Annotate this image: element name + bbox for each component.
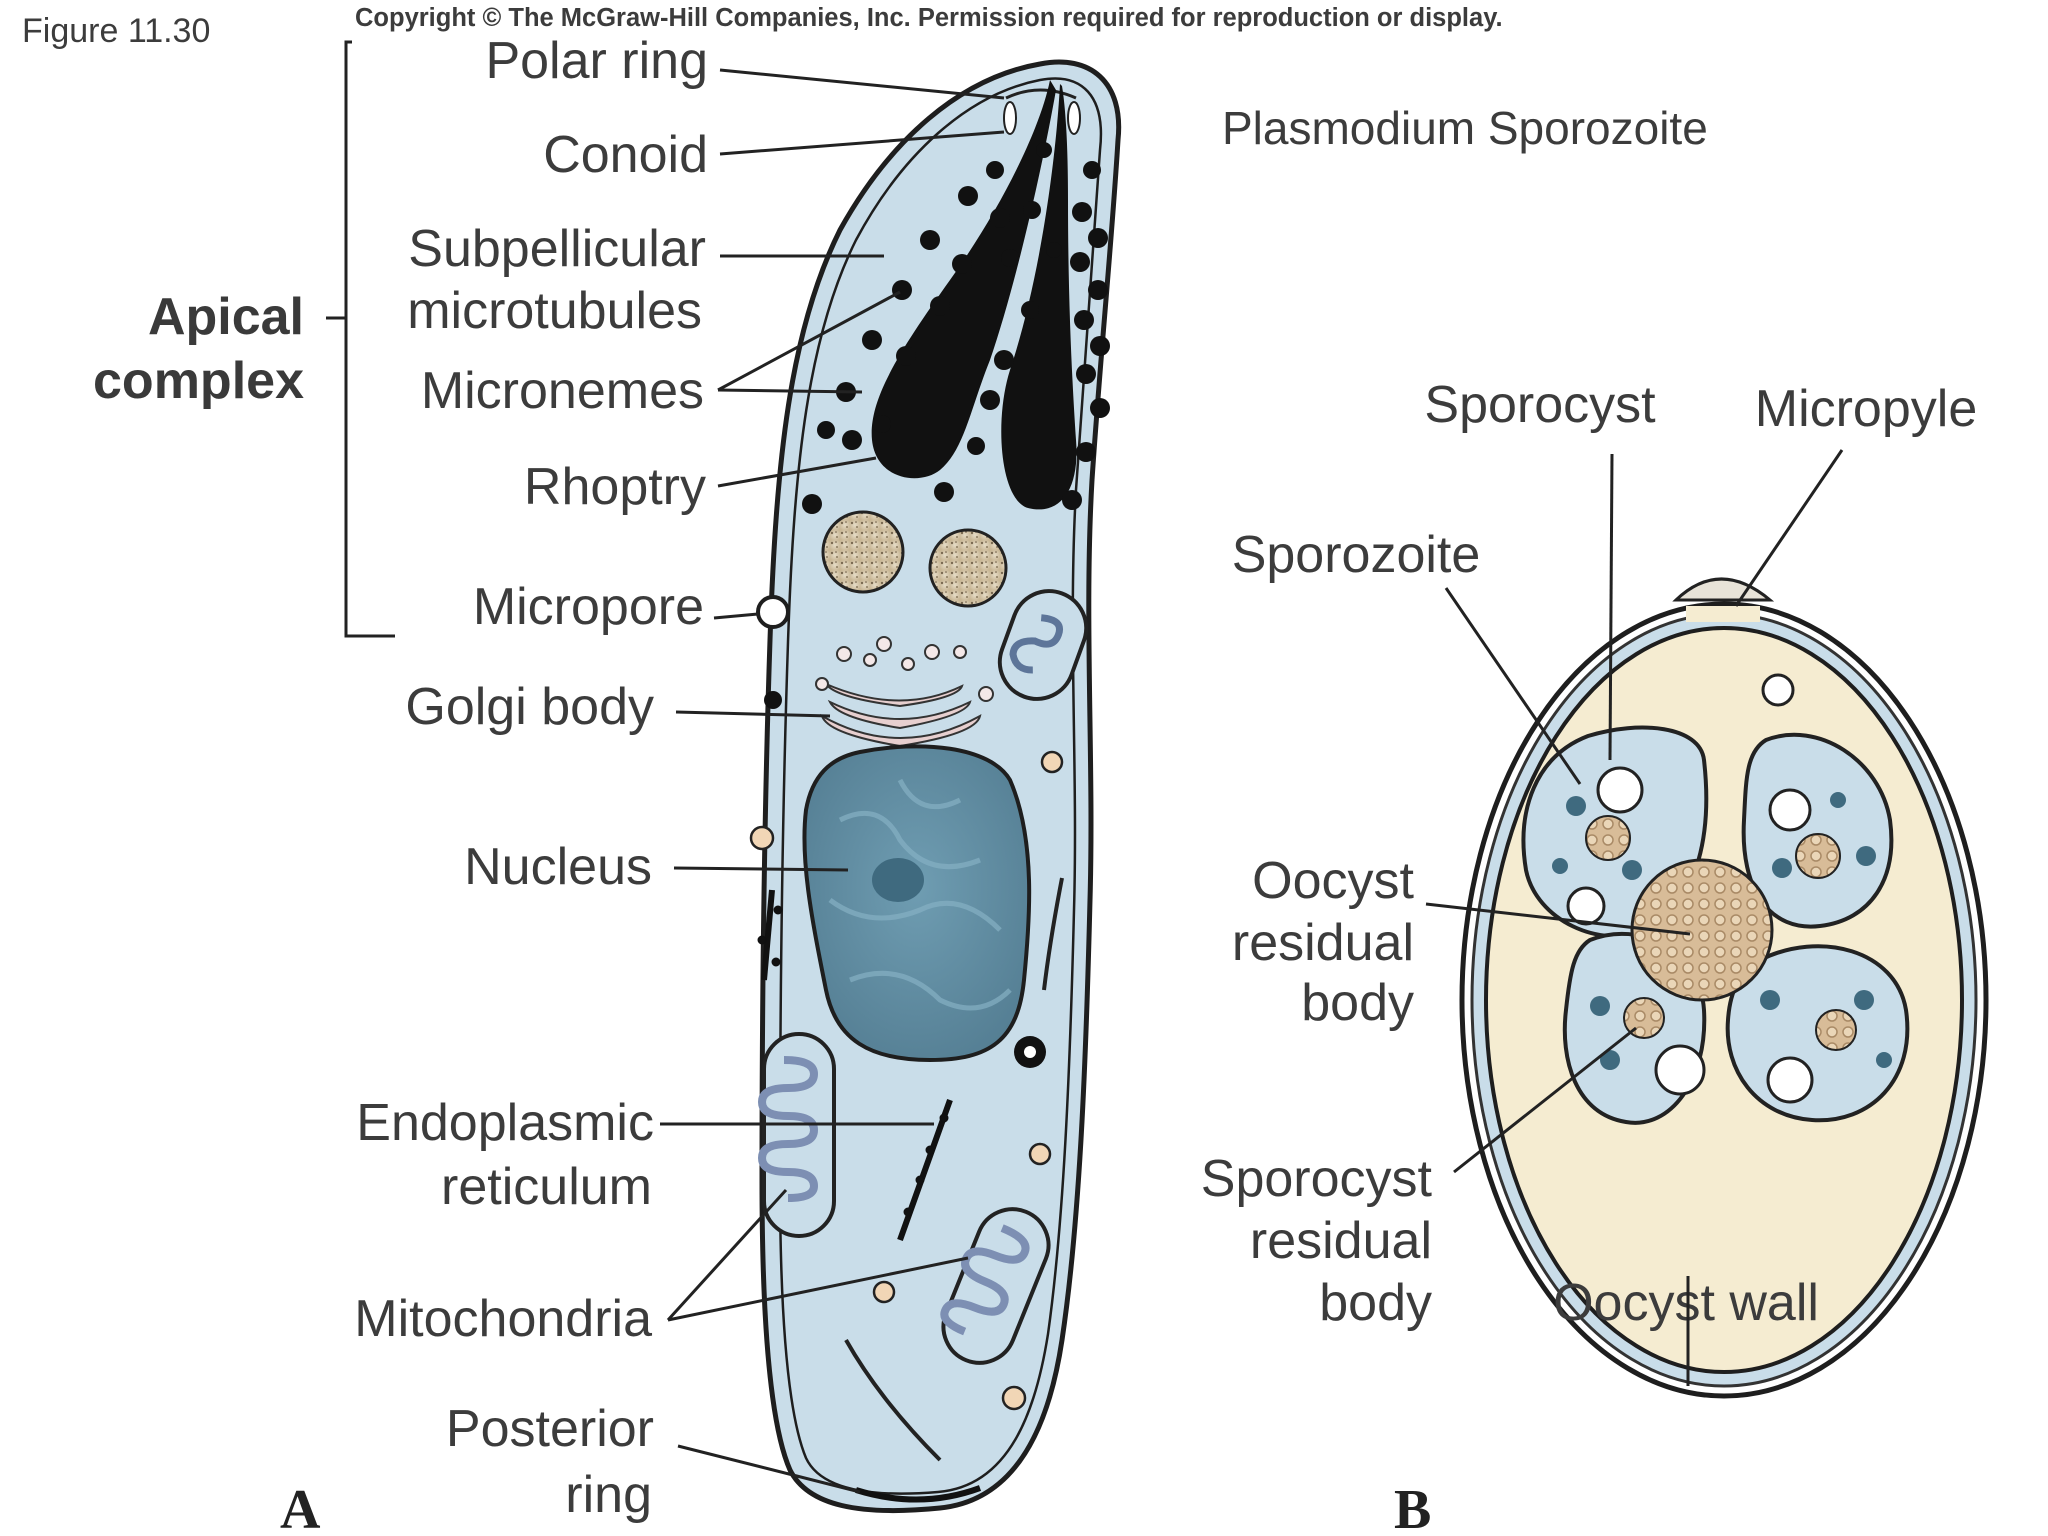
inner-membrane bbox=[778, 77, 1103, 1495]
small-granule bbox=[764, 691, 782, 709]
apical-complex-bracket bbox=[344, 40, 395, 638]
oocyst bbox=[1459, 577, 1989, 1399]
label-subpellicular-2: microtubules bbox=[407, 282, 702, 340]
micropore bbox=[756, 595, 790, 629]
mitochondrion bbox=[757, 1032, 836, 1238]
dense-granule bbox=[928, 528, 1008, 608]
rhoptry-right bbox=[1001, 84, 1077, 510]
leader-sporozoite bbox=[1444, 587, 1582, 785]
label-micronemes: Micronemes bbox=[421, 362, 704, 420]
figure-title: Plasmodium Sporozoite bbox=[1222, 102, 1708, 154]
sporocyst bbox=[1741, 732, 1894, 929]
sporocyst-residual-body bbox=[1585, 815, 1631, 861]
leader-rhoptry bbox=[717, 456, 877, 488]
nucleolus bbox=[872, 858, 924, 902]
label-conoid: Conoid bbox=[543, 126, 708, 184]
label-mitochondria: Mitochondria bbox=[354, 1290, 652, 1348]
leader-conoid bbox=[719, 130, 1005, 156]
oocyst-residual-body bbox=[1630, 858, 1774, 1002]
polar-ring bbox=[1005, 88, 1077, 100]
label-subpellicular-1: Subpellicular bbox=[408, 220, 706, 278]
nucleus bbox=[802, 744, 1032, 1063]
label-sporocyst-residual-1: Sporocyst bbox=[1201, 1150, 1433, 1208]
nucleus-texture bbox=[828, 778, 1012, 1011]
mitochondrion bbox=[940, 1207, 1051, 1365]
leader-micronemes-1 bbox=[717, 290, 901, 392]
label-er-1: Endoplasmic bbox=[356, 1094, 654, 1152]
conoid-right bbox=[1067, 101, 1081, 135]
micronemes bbox=[802, 142, 1110, 514]
leader-posterior-ring bbox=[677, 1444, 861, 1494]
leader-micronemes-2 bbox=[717, 388, 863, 394]
endoplasmic-reticulum bbox=[757, 889, 953, 1242]
leader-golgi bbox=[675, 710, 831, 718]
label-oocyst-residual-1: Oocyst bbox=[1252, 852, 1414, 910]
vesicles bbox=[749, 750, 1064, 1411]
label-posterior-ring-2: ring bbox=[565, 1466, 652, 1524]
label-rhoptry: Rhoptry bbox=[524, 458, 706, 516]
conoid bbox=[1003, 101, 1017, 135]
posterior-ring bbox=[855, 1485, 982, 1503]
label-micropore: Micropore bbox=[473, 578, 704, 636]
leader-nucleus bbox=[673, 866, 849, 872]
panel-b-letter: B bbox=[1394, 1479, 1431, 1536]
golgi-body bbox=[815, 636, 994, 748]
label-micropyle: Micropyle bbox=[1755, 380, 1978, 438]
oocyst-vacuole bbox=[1761, 673, 1795, 707]
label-nucleus: Nucleus bbox=[464, 838, 652, 896]
label-golgi: Golgi body bbox=[405, 678, 654, 736]
leader-mitochondria-2 bbox=[667, 1256, 969, 1322]
leader-micropore bbox=[713, 612, 759, 620]
label-sporozoite: Sporozoite bbox=[1232, 526, 1481, 584]
tubule bbox=[1042, 877, 1064, 991]
leader-sporocyst bbox=[1608, 453, 1614, 761]
dense-granule bbox=[821, 510, 905, 594]
label-polar-ring: Polar ring bbox=[485, 32, 708, 90]
leader-micropyle bbox=[1734, 449, 1844, 607]
micropyle-gap bbox=[1686, 606, 1760, 622]
dark-vesicle-core bbox=[1024, 1046, 1036, 1058]
leader-sporocyst-residual bbox=[1453, 1026, 1637, 1174]
panel-a-letter: A bbox=[280, 1479, 321, 1536]
label-oocyst-wall: Oocyst wall bbox=[1553, 1274, 1819, 1332]
rhoptry-left bbox=[871, 80, 1056, 479]
micropyle-cap bbox=[1672, 577, 1775, 602]
tubule bbox=[844, 1339, 942, 1462]
label-posterior-ring-1: Posterior bbox=[446, 1400, 654, 1458]
label-er-2: reticulum bbox=[441, 1158, 652, 1216]
apical-complex-label-line2: complex bbox=[93, 352, 304, 410]
label-oocyst-residual-3: body bbox=[1301, 974, 1414, 1032]
mitochondrion bbox=[997, 589, 1089, 701]
copyright-notice: Copyright © The McGraw-Hill Companies, I… bbox=[355, 4, 1503, 32]
label-sporocyst-residual-3: body bbox=[1319, 1274, 1432, 1332]
sporocyst bbox=[1725, 944, 1910, 1123]
figure-number: Figure 11.30 bbox=[22, 12, 210, 50]
label-sporocyst-residual-2: residual bbox=[1250, 1212, 1432, 1270]
label-oocyst-residual-2: residual bbox=[1232, 914, 1414, 972]
apical-complex-label-line1: Apical bbox=[148, 288, 304, 346]
leader-polar-ring bbox=[719, 68, 1005, 100]
label-sporocyst: Sporocyst bbox=[1424, 376, 1656, 434]
leader-mitochondria-1 bbox=[666, 1188, 788, 1322]
leader-oocyst-residual bbox=[1425, 902, 1691, 936]
sporozoite-cell bbox=[749, 59, 1122, 1514]
